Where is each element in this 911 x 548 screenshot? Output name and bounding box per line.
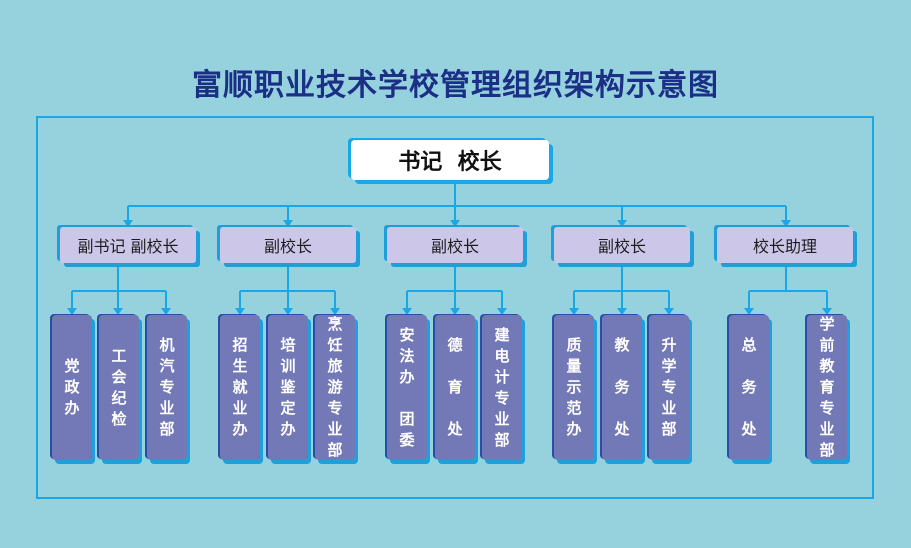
diagram-title: 富顺职业技术学校管理组织架构示意图 <box>192 68 719 103</box>
node-deputy-secretary-deputy-principal: 副书记 副校长 <box>60 227 196 263</box>
diagram-frame <box>36 116 874 499</box>
node-party-office: 党政办 <box>52 315 92 460</box>
node-general-affairs: 总 务 处 <box>729 315 769 460</box>
node-quality-office: 质量示范办 <box>554 315 594 460</box>
node-construction-it-dept: 建电计专业部 <box>482 315 522 460</box>
node-deputy-principal-1: 副校长 <box>220 227 356 263</box>
node-training-office: 培训鉴定办 <box>268 315 308 460</box>
node-principal-assistant: 校长助理 <box>717 227 853 263</box>
node-secretary-principal: 书记 校长 <box>351 140 549 180</box>
node-enrollment-office: 招生就业办 <box>220 315 260 460</box>
node-preschool-dept: 学前教育专业部 <box>807 315 847 460</box>
node-cooking-tourism-dept: 烹饪旅游专业部 <box>315 315 355 460</box>
node-auto-dept: 机汽专业部 <box>147 315 187 460</box>
node-further-study-dept: 升学专业部 <box>649 315 689 460</box>
node-deputy-principal-3: 副校长 <box>554 227 690 263</box>
node-academic-affairs: 教 务 处 <box>602 315 642 460</box>
node-deputy-principal-2: 副校长 <box>387 227 523 263</box>
node-union-discipline: 工会纪检 <box>99 315 139 460</box>
node-moral-education: 德 育 处 <box>435 315 475 460</box>
node-safety-league-office: 安法办 团委 <box>387 315 427 460</box>
